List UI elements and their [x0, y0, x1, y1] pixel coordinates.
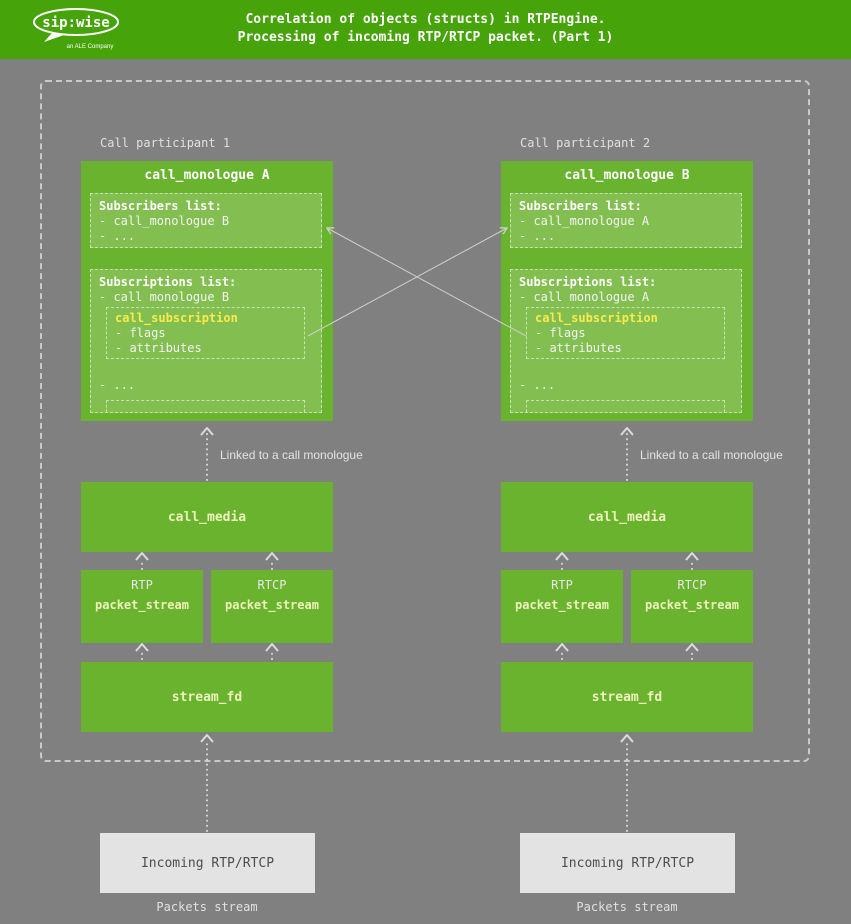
protocol-label: RTP [131, 578, 153, 592]
call-subscription-title: call_subscription [535, 311, 658, 325]
participant-column-2: Call participant 2 call_monologue B Subs… [501, 0, 783, 924]
partial-subscription-box [526, 400, 725, 412]
stream-fd-box: stream_fd [501, 662, 753, 732]
call-subscription-title: call_subscription [115, 311, 238, 325]
subscriptions-list-title: Subscriptions list: [99, 275, 237, 289]
logo-text: sip:wise [42, 15, 109, 31]
sipwise-logo: sip:wise an ALE Company [26, 6, 130, 58]
page-title: Correlation of objects (structs) in RTPE… [0, 11, 851, 47]
diagram-frame [40, 80, 810, 762]
subscriptions-more: - ... [99, 378, 136, 392]
subscriber-item: - ... [519, 229, 556, 243]
subscriptions-list: Subscriptions list: - call monologue B c… [90, 269, 322, 413]
partial-subscription-box [106, 400, 305, 412]
incoming-rtp-rtcp-box: Incoming RTP/RTCP [100, 833, 315, 893]
subscription-attributes: - attributes [115, 341, 202, 355]
participant-label: Call participant 2 [520, 136, 651, 150]
subscription-attributes: - attributes [535, 341, 622, 355]
packet-stream-rtp-box: RTP packet_stream [81, 570, 203, 643]
subscribers-list-title: Subscribers list: [99, 199, 222, 213]
subscriptions-list-title: Subscriptions list: [519, 275, 657, 289]
participant-label: Call participant 1 [100, 136, 231, 150]
protocol-label: RTCP [677, 578, 707, 592]
packet-stream-label: packet_stream [645, 598, 739, 612]
participant-column-1: Call participant 1 call_monologue A Subs… [81, 0, 363, 924]
incoming-rtp-rtcp-box: Incoming RTP/RTCP [520, 833, 735, 893]
packet-stream-rtp-box: RTP packet_stream [501, 570, 623, 643]
subscriber-item: - call_monologue B [99, 214, 230, 228]
packet-stream-rtcp-box: RTCP packet_stream [211, 570, 333, 643]
page-title-line1: Correlation of objects (structs) in RTPE… [245, 12, 606, 27]
call-monologue-title: call_monologue B [564, 168, 690, 183]
subscriber-item: - call_monologue A [519, 214, 650, 228]
subscribers-list-title: Subscribers list: [519, 199, 642, 213]
stream-fd-box: stream_fd [81, 662, 333, 732]
packet-stream-label: packet_stream [225, 598, 319, 612]
header-bar: sip:wise an ALE Company Correlation of o… [0, 0, 851, 59]
subscribers-list: Subscribers list: - call_monologue B - .… [90, 193, 322, 248]
subscribers-list: Subscribers list: - call_monologue A - .… [510, 193, 742, 248]
packets-stream-label: Packets stream [576, 900, 678, 914]
subscription-item: - call monologue B [99, 290, 230, 304]
subscriptions-list: Subscriptions list: - call monologue A c… [510, 269, 742, 413]
call-monologue-box: call_monologue A Subscribers list: - cal… [81, 161, 333, 421]
call-monologue-title: call_monologue A [144, 168, 270, 183]
protocol-label: RTP [551, 578, 573, 592]
call-media-box: call_media [81, 482, 333, 552]
packets-stream-label: Packets stream [156, 900, 258, 914]
sipwise-logo-icon: sip:wise an ALE Company [33, 8, 119, 50]
subscription-item: - call monologue A [519, 290, 650, 304]
subscriptions-more: - ... [519, 378, 556, 392]
linked-to-monologue-label: Linked to a call monologue [640, 448, 783, 462]
call-subscription-box: call_subscription - flags - attributes [106, 307, 305, 359]
page-title-line2: Processing of incoming RTP/RTCP packet. … [237, 30, 614, 45]
subscription-flags: - flags [535, 326, 586, 340]
subscription-flags: - flags [115, 326, 166, 340]
call-monologue-box: call_monologue B Subscribers list: - cal… [501, 161, 753, 421]
linked-to-monologue-label: Linked to a call monologue [220, 448, 363, 462]
protocol-label: RTCP [257, 578, 287, 592]
logo-subtext: an ALE Company [67, 44, 114, 50]
subscriber-item: - ... [99, 229, 136, 243]
packet-stream-label: packet_stream [95, 598, 189, 612]
packet-stream-rtcp-box: RTCP packet_stream [631, 570, 753, 643]
call-media-box: call_media [501, 482, 753, 552]
packet-stream-label: packet_stream [515, 598, 609, 612]
call-subscription-box: call_subscription - flags - attributes [526, 307, 725, 359]
